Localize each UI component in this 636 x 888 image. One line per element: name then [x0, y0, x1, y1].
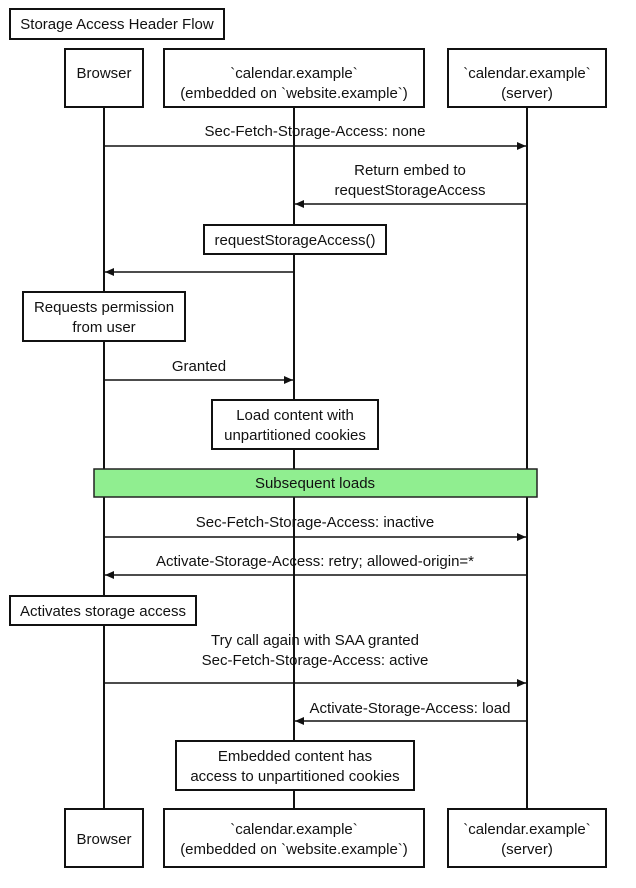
text-line: from user [72, 319, 135, 336]
note-embedded-access: Embedded content has access to unpartitio… [175, 740, 415, 791]
message-fetch-inactive-label: Sec-Fetch-Storage-Access: inactive [196, 514, 434, 531]
text-line: Browser [76, 65, 131, 82]
participant-server-bottom: `calendar.example` (server) [447, 808, 607, 868]
text-line: Activate-Storage-Access: load [310, 700, 511, 717]
text-line: (server) [501, 85, 553, 102]
note-load-content: Load content with unpartitioned cookies [211, 399, 379, 450]
participant-server-top-label: `calendar.example` (server) [463, 65, 591, 102]
text-line: requestStorageAccess [335, 182, 486, 199]
text-line: Sec-Fetch-Storage-Access: none [205, 123, 426, 140]
text-line: Return embed to [354, 162, 466, 179]
message-activate-retry: Activate-Storage-Access: retry; allowed-… [105, 553, 527, 579]
text-line: `calendar.example` [230, 821, 358, 838]
participant-embed-top-label: `calendar.example` (embedded on `website.… [180, 65, 408, 102]
participant-browser-bottom: Browser [64, 808, 144, 868]
note-requests-permission-label: Requests permission from user [34, 299, 174, 336]
note-request-storage-access: requestStorageAccess() [203, 224, 387, 255]
text-line: (embedded on `website.example`) [180, 841, 408, 858]
text-line: Requests permission [34, 299, 174, 316]
text-line: Load content with [236, 407, 354, 424]
participant-embed-bottom-label: `calendar.example` (embedded on `website.… [180, 821, 408, 858]
message-granted-label: Granted [172, 358, 226, 375]
text-line: (server) [501, 841, 553, 858]
section-subsequent-loads: Subsequent loads [93, 468, 538, 498]
text-line: `calendar.example` [463, 65, 591, 82]
diagram-title-text: Storage Access Header Flow [20, 16, 214, 33]
section-band [93, 468, 538, 498]
message-activate-load: Activate-Storage-Access: load [295, 700, 527, 725]
text-line: `calendar.example` [463, 821, 591, 838]
text-line: `calendar.example` [230, 65, 358, 82]
note-request-storage-access-label: requestStorageAccess() [215, 232, 376, 249]
text-line: (embedded on `website.example`) [180, 85, 408, 102]
note-embedded-access-label: Embedded content has access to unpartitio… [190, 748, 399, 785]
note-activates-storage-access-label: Activates storage access [20, 603, 186, 620]
message-activate-retry-label: Activate-Storage-Access: retry; allowed-… [156, 553, 474, 570]
text-line: Activates storage access [20, 603, 186, 620]
text-line: unpartitioned cookies [224, 427, 366, 444]
message-fetch-none-label: Sec-Fetch-Storage-Access: none [205, 123, 426, 140]
note-load-content-label: Load content with unpartitioned cookies [224, 407, 366, 444]
text-line: Browser [76, 831, 131, 848]
text-line: Sec-Fetch-Storage-Access: active [202, 652, 429, 669]
text-line: Granted [172, 358, 226, 375]
note-activates-storage-access: Activates storage access [9, 595, 197, 626]
participant-server-top: `calendar.example` (server) [447, 48, 607, 108]
message-return-embed-label: Return embed to requestStorageAccess [335, 162, 486, 199]
diagram-title: Storage Access Header Flow [9, 8, 225, 40]
message-fetch-inactive: Sec-Fetch-Storage-Access: inactive [104, 514, 526, 541]
message-granted: Granted [104, 358, 293, 384]
text-line: requestStorageAccess() [215, 232, 376, 249]
participant-browser-top-label: Browser [76, 65, 131, 82]
message-fetch-none: Sec-Fetch-Storage-Access: none [104, 123, 526, 150]
note-requests-permission: Requests permission from user [22, 291, 186, 342]
text-line: Embedded content has [218, 748, 372, 765]
section-label: Subsequent loads [255, 475, 375, 492]
text-line: access to unpartitioned cookies [190, 768, 399, 785]
participant-browser-top: Browser [64, 48, 144, 108]
message-return-embed: Return embed to requestStorageAccess [295, 162, 527, 208]
participant-embed-bottom: `calendar.example` (embedded on `website.… [163, 808, 425, 868]
text-line: Activate-Storage-Access: retry; allowed-… [156, 553, 474, 570]
text-line: Try call again with SAA granted [211, 632, 419, 649]
message-activate-load-label: Activate-Storage-Access: load [310, 700, 511, 717]
participant-server-bottom-label: `calendar.example` (server) [463, 821, 591, 858]
text-line: Sec-Fetch-Storage-Access: inactive [196, 514, 434, 531]
participant-embed-top: `calendar.example` (embedded on `website.… [163, 48, 425, 108]
participant-browser-bottom-label: Browser [76, 831, 131, 848]
